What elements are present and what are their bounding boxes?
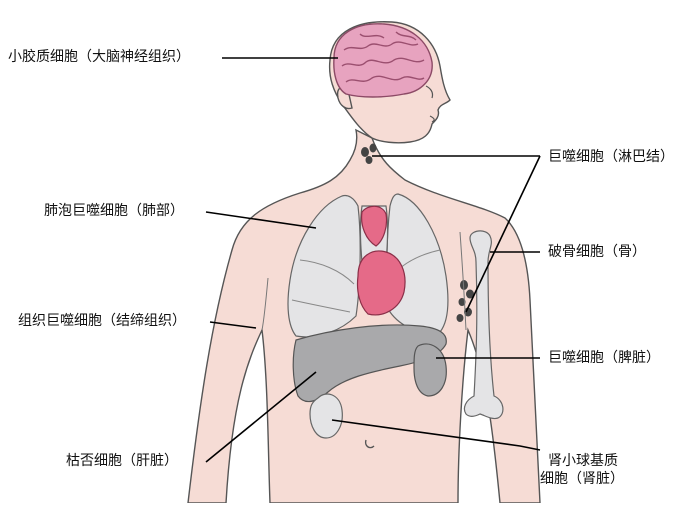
label-alveolar-macrophage: 肺泡巨噬细胞（肺部） (44, 202, 184, 220)
label-histiocyte: 组织巨噬细胞（结缔组织） (18, 312, 186, 330)
kidney-shape (310, 394, 342, 438)
label-lymph-node-macrophage: 巨噬细胞（淋巴结） (548, 148, 674, 166)
label-kupffer-cell: 枯否细胞（肝脏） (66, 452, 178, 470)
label-mesangial-cell-line1: 肾小球基质 (548, 452, 618, 470)
label-spleen-macrophage: 巨噬细胞（脾脏） (548, 349, 660, 367)
label-microglia: 小胶质细胞（大脑神经组织） (8, 48, 190, 66)
spleen-shape (414, 344, 446, 396)
label-mesangial-cell-line2: 细胞（肾脏） (540, 470, 624, 488)
label-osteoclast: 破骨细胞（骨） (548, 243, 646, 261)
